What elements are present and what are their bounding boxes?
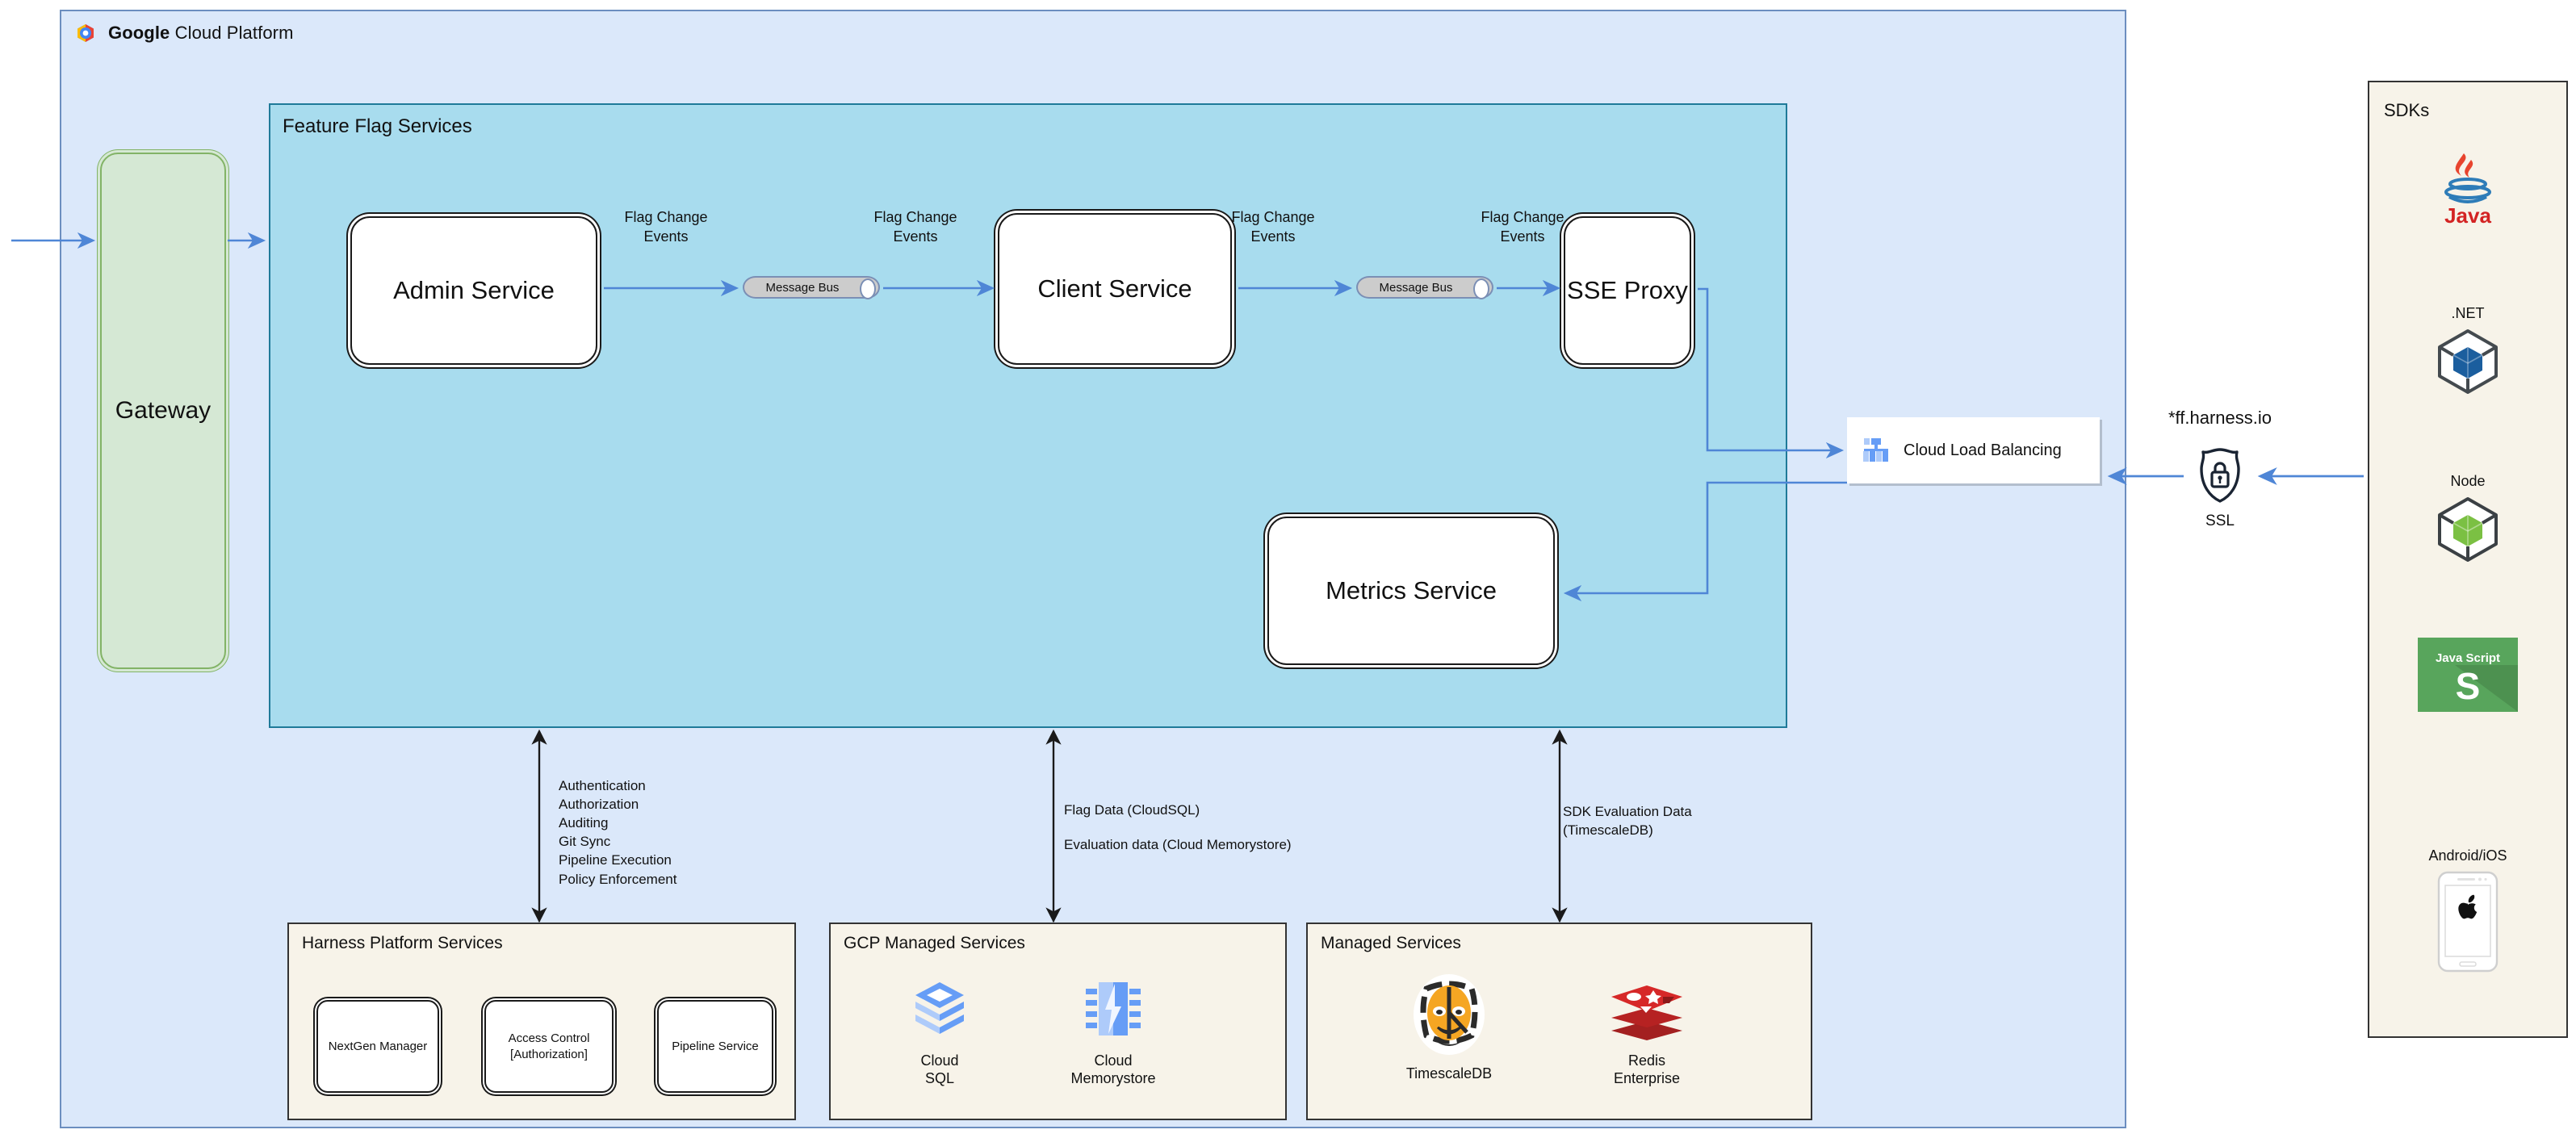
node-cube-icon [2368,495,2568,567]
note-timescaledb-source: (TimescaleDB) [1563,822,1653,839]
sdk-item-android-ios[interactable]: Android/iOS [2368,847,2568,978]
redis-enterprise-item[interactable]: Redis Enterprise [1574,982,1719,1087]
redis-stack-icon [1608,985,1686,1047]
client-service-box[interactable]: Client Service [998,213,1232,365]
client-service-label: Client Service [1037,274,1192,303]
note-git-sync: Git Sync [559,834,611,850]
nextgen-manager-box[interactable]: NextGen Manager [316,1000,439,1093]
note-pipeline-execution: Pipeline Execution [559,852,672,868]
note-evaluation-data: Evaluation data (Cloud Memorystore) [1064,837,1292,853]
timescaledb-item[interactable]: TimescaleDB [1372,973,1526,1083]
javascript-logo-icon: Java Script S [2368,638,2568,716]
cloud-sql-item[interactable]: Cloud SQL [879,979,1000,1087]
gateway-label: Gateway [115,397,212,424]
cloud-load-balancing-icon [1860,434,1892,466]
gcp-header: Google Cloud Platform [74,21,294,45]
note-auditing: Auditing [559,815,609,831]
metrics-service-label: Metrics Service [1326,576,1497,605]
access-control-box[interactable]: Access Control [Authorization] [484,1000,614,1093]
sdk-item-java[interactable]: Java [2368,147,2568,232]
ff-harness-domain-label: *ff.harness.io [2168,408,2272,428]
edge-label-flag-change-events-1: Flag Change Events [624,209,708,245]
sdks-title: SDKs [2384,100,2430,120]
java-logo-icon: Java [2368,147,2568,232]
sdk-caption-node: Node [2450,473,2486,489]
note-authorization: Authorization [559,797,639,813]
managed-panel-title: Managed Services [1321,934,1461,952]
message-bus-1-label: Message Bus [765,280,840,295]
dotnet-cube-icon [2368,327,2568,399]
feature-flag-services-container [269,103,1787,728]
message-bus-2[interactable]: Message Bus [1356,276,1493,299]
gcp-connection-notes: Flag Data (CloudSQL) Evaluation data (Cl… [1064,801,1292,854]
pipeline-service-box[interactable]: Pipeline Service [657,1000,773,1093]
admin-service-box[interactable]: Admin Service [350,216,597,365]
edge-label-flag-change-events-2: Flag Change Events [873,209,957,245]
message-bus-2-label: Message Bus [1379,280,1453,295]
feature-flag-services-title: Feature Flag Services [283,115,472,137]
gcp-title-bold: Google [108,23,170,43]
gcp-title-rest: Cloud Platform [170,23,294,43]
sdk-item-dotnet[interactable]: .NET [2368,305,2568,399]
google-cloud-hexagon-icon [74,22,97,44]
note-spacer [1064,819,1292,835]
sdk-item-node[interactable]: Node [2368,473,2568,567]
sse-proxy-box[interactable]: SSE Proxy [1564,216,1691,365]
svg-text:Java: Java [2444,203,2491,228]
note-authentication: Authentication [559,778,646,793]
ssl-shield-lock-icon [2192,446,2248,504]
nextgen-manager-label: NextGen Manager [328,1039,428,1053]
cloud-load-balancing-box[interactable]: Cloud Load Balancing [1847,417,2100,483]
cloud-memorystore-item[interactable]: Cloud Memorystore [1037,979,1190,1087]
cloud-load-balancing-label: Cloud Load Balancing [1904,441,2062,459]
sdk-caption-android-ios: Android/iOS [2428,847,2507,864]
mobile-phone-apple-icon [2368,869,2568,978]
ssl-label: SSL [2205,513,2235,529]
gcp-managed-services-panel: GCP Managed Services Cloud SQL [829,923,1287,1120]
redis-enterprise-label: Redis Enterprise [1613,1052,1681,1086]
svg-text:Java Script: Java Script [2436,651,2500,665]
managed-services-panel: Managed Services TimescaleDB [1306,923,1812,1120]
edge-label-flag-change-events-4: Flag Change Events [1481,209,1564,245]
message-bus-1[interactable]: Message Bus [743,276,880,299]
gcp-title: Google Cloud Platform [108,23,294,44]
pipeline-service-label: Pipeline Service [672,1039,759,1053]
cloud-memorystore-icon [1083,982,1144,1047]
note-policy-enforcement: Policy Enforcement [559,871,677,887]
managed-connection-notes: SDK Evaluation Data (TimescaleDB) [1563,802,1692,839]
note-sdk-evaluation-data: SDK Evaluation Data [1563,804,1692,819]
metrics-service-box[interactable]: Metrics Service [1267,517,1555,665]
admin-service-label: Admin Service [393,276,555,304]
cloud-sql-icon [911,982,969,1047]
timescaledb-tiger-icon [1410,974,1488,1060]
harness-panel-title: Harness Platform Services [302,934,503,952]
cloud-sql-label: Cloud SQL [920,1052,959,1086]
gateway-box[interactable]: Gateway [100,153,226,669]
sse-proxy-label: SSE Proxy [1567,276,1688,305]
harness-platform-services-panel: Harness Platform Services NextGen Manage… [287,923,796,1120]
access-control-label: Access Control [Authorization] [508,1031,590,1061]
svg-text:S: S [2456,665,2481,707]
edge-label-flag-change-events-3: Flag Change Events [1231,209,1315,245]
note-flag-data: Flag Data (CloudSQL) [1064,802,1200,818]
sdk-item-javascript[interactable]: Java Script S [2368,638,2568,716]
harness-connection-notes: Authentication Authorization Auditing Gi… [559,776,676,889]
cloud-memorystore-label: Cloud Memorystore [1070,1052,1156,1086]
gcp-managed-panel-title: GCP Managed Services [844,934,1025,952]
sdk-caption-dotnet: .NET [2451,305,2485,321]
timescaledb-label: TimescaleDB [1405,1065,1493,1082]
